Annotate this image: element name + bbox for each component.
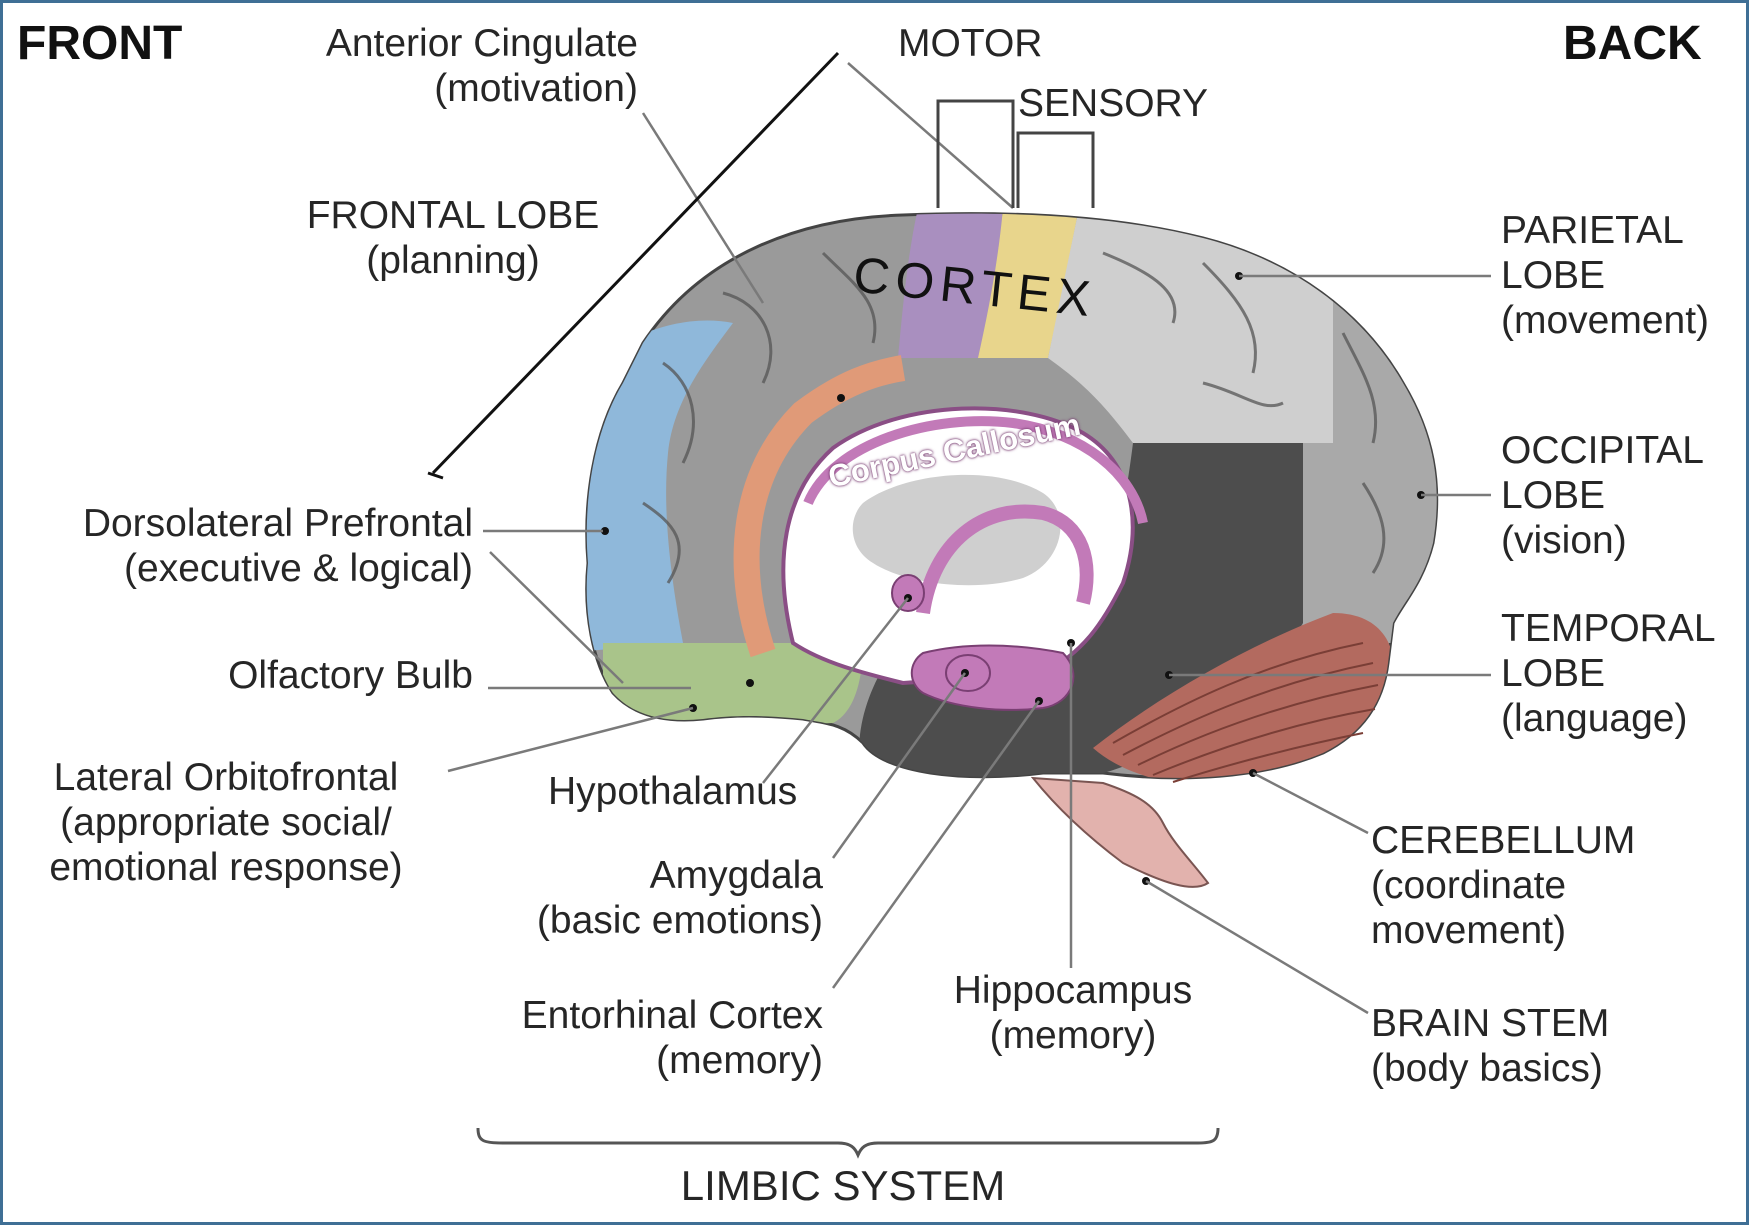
- hippocampus-name: Hippocampus: [923, 968, 1223, 1013]
- lateral-orbitofrontal-name: Lateral Orbitofrontal: [21, 755, 431, 800]
- brain-stem-label: BRAIN STEM (body basics): [1371, 1001, 1609, 1091]
- lateral-orbitofrontal-label: Lateral Orbitofrontal (appropriate socia…: [21, 755, 431, 890]
- entorhinal-cortex-label: Entorhinal Cortex (memory): [463, 993, 823, 1083]
- hypothalamus-shape: [892, 575, 924, 611]
- cerebellum-name: CEREBELLUM: [1371, 818, 1635, 863]
- front-label: FRONT: [17, 21, 182, 66]
- amygdala-role: (basic emotions): [463, 898, 823, 943]
- entorhinal-cortex-name: Entorhinal Cortex: [463, 993, 823, 1038]
- temporal-lobe-name-2: LOBE: [1501, 651, 1716, 696]
- frontal-lobe-label: FRONTAL LOBE (planning): [283, 193, 623, 283]
- parietal-lobe-name-1: PARIETAL: [1501, 208, 1709, 253]
- temporal-lobe-role: (language): [1501, 696, 1716, 741]
- dorsolateral-prefrontal-label: Dorsolateral Prefrontal (executive & log…: [13, 501, 473, 591]
- brain-stem-role: (body basics): [1371, 1046, 1609, 1091]
- olfactory-bulb-name: Olfactory Bulb: [123, 653, 473, 698]
- amygdala-name: Amygdala: [463, 853, 823, 898]
- brain-stem-name: BRAIN STEM: [1371, 1001, 1609, 1046]
- parietal-lobe-label: PARIETAL LOBE (movement): [1501, 208, 1709, 343]
- hypothalamus-label: Hypothalamus: [548, 769, 797, 814]
- limbic-system-label: LIMBIC SYSTEM: [563, 1163, 1123, 1208]
- dorsolateral-prefrontal-role: (executive & logical): [13, 546, 473, 591]
- occipital-lobe-name-2: LOBE: [1501, 473, 1704, 518]
- frontal-lobe-name: FRONTAL LOBE: [283, 193, 623, 238]
- sensory-label: SENSORY: [1018, 81, 1208, 126]
- parietal-lobe-name-2: LOBE: [1501, 253, 1709, 298]
- dorsolateral-prefrontal-name: Dorsolateral Prefrontal: [13, 501, 473, 546]
- hippocampus-role: (memory): [923, 1013, 1223, 1058]
- anterior-cingulate-label: Anterior Cingulate (motivation): [278, 21, 638, 111]
- thalamus-interior: [853, 475, 1061, 585]
- back-label: BACK: [1563, 21, 1702, 66]
- occipital-lobe-name-1: OCCIPITAL: [1501, 428, 1704, 473]
- brain-stem-shape: [1033, 778, 1208, 887]
- occipital-lobe-label: OCCIPITAL LOBE (vision): [1501, 428, 1704, 563]
- cerebellum-role-1: (coordinate: [1371, 863, 1635, 908]
- hypothalamus-name: Hypothalamus: [548, 769, 797, 814]
- occipital-lobe-role: (vision): [1501, 518, 1704, 563]
- frontal-lobe-role: (planning): [283, 238, 623, 283]
- olfactory-bulb-label: Olfactory Bulb: [123, 653, 473, 698]
- hippocampus-label: Hippocampus (memory): [923, 968, 1223, 1058]
- anterior-cingulate-name: Anterior Cingulate: [278, 21, 638, 66]
- amygdala-label: Amygdala (basic emotions): [463, 853, 823, 943]
- cerebellum-label: CEREBELLUM (coordinate movement): [1371, 818, 1635, 953]
- lateral-orbitofrontal-role-2: emotional response): [21, 845, 431, 890]
- lateral-orbitofrontal-role-1: (appropriate social/: [21, 800, 431, 845]
- temporal-lobe-label: TEMPORAL LOBE (language): [1501, 606, 1716, 741]
- limbic-bracket: [478, 1128, 1218, 1155]
- cerebellum-role-2: movement): [1371, 908, 1635, 953]
- parietal-lobe-role: (movement): [1501, 298, 1709, 343]
- entorhinal-cortex-role: (memory): [463, 1038, 823, 1083]
- temporal-lobe-name-1: TEMPORAL: [1501, 606, 1716, 651]
- anterior-cingulate-role: (motivation): [278, 66, 638, 111]
- motor-label: MOTOR: [898, 21, 1042, 66]
